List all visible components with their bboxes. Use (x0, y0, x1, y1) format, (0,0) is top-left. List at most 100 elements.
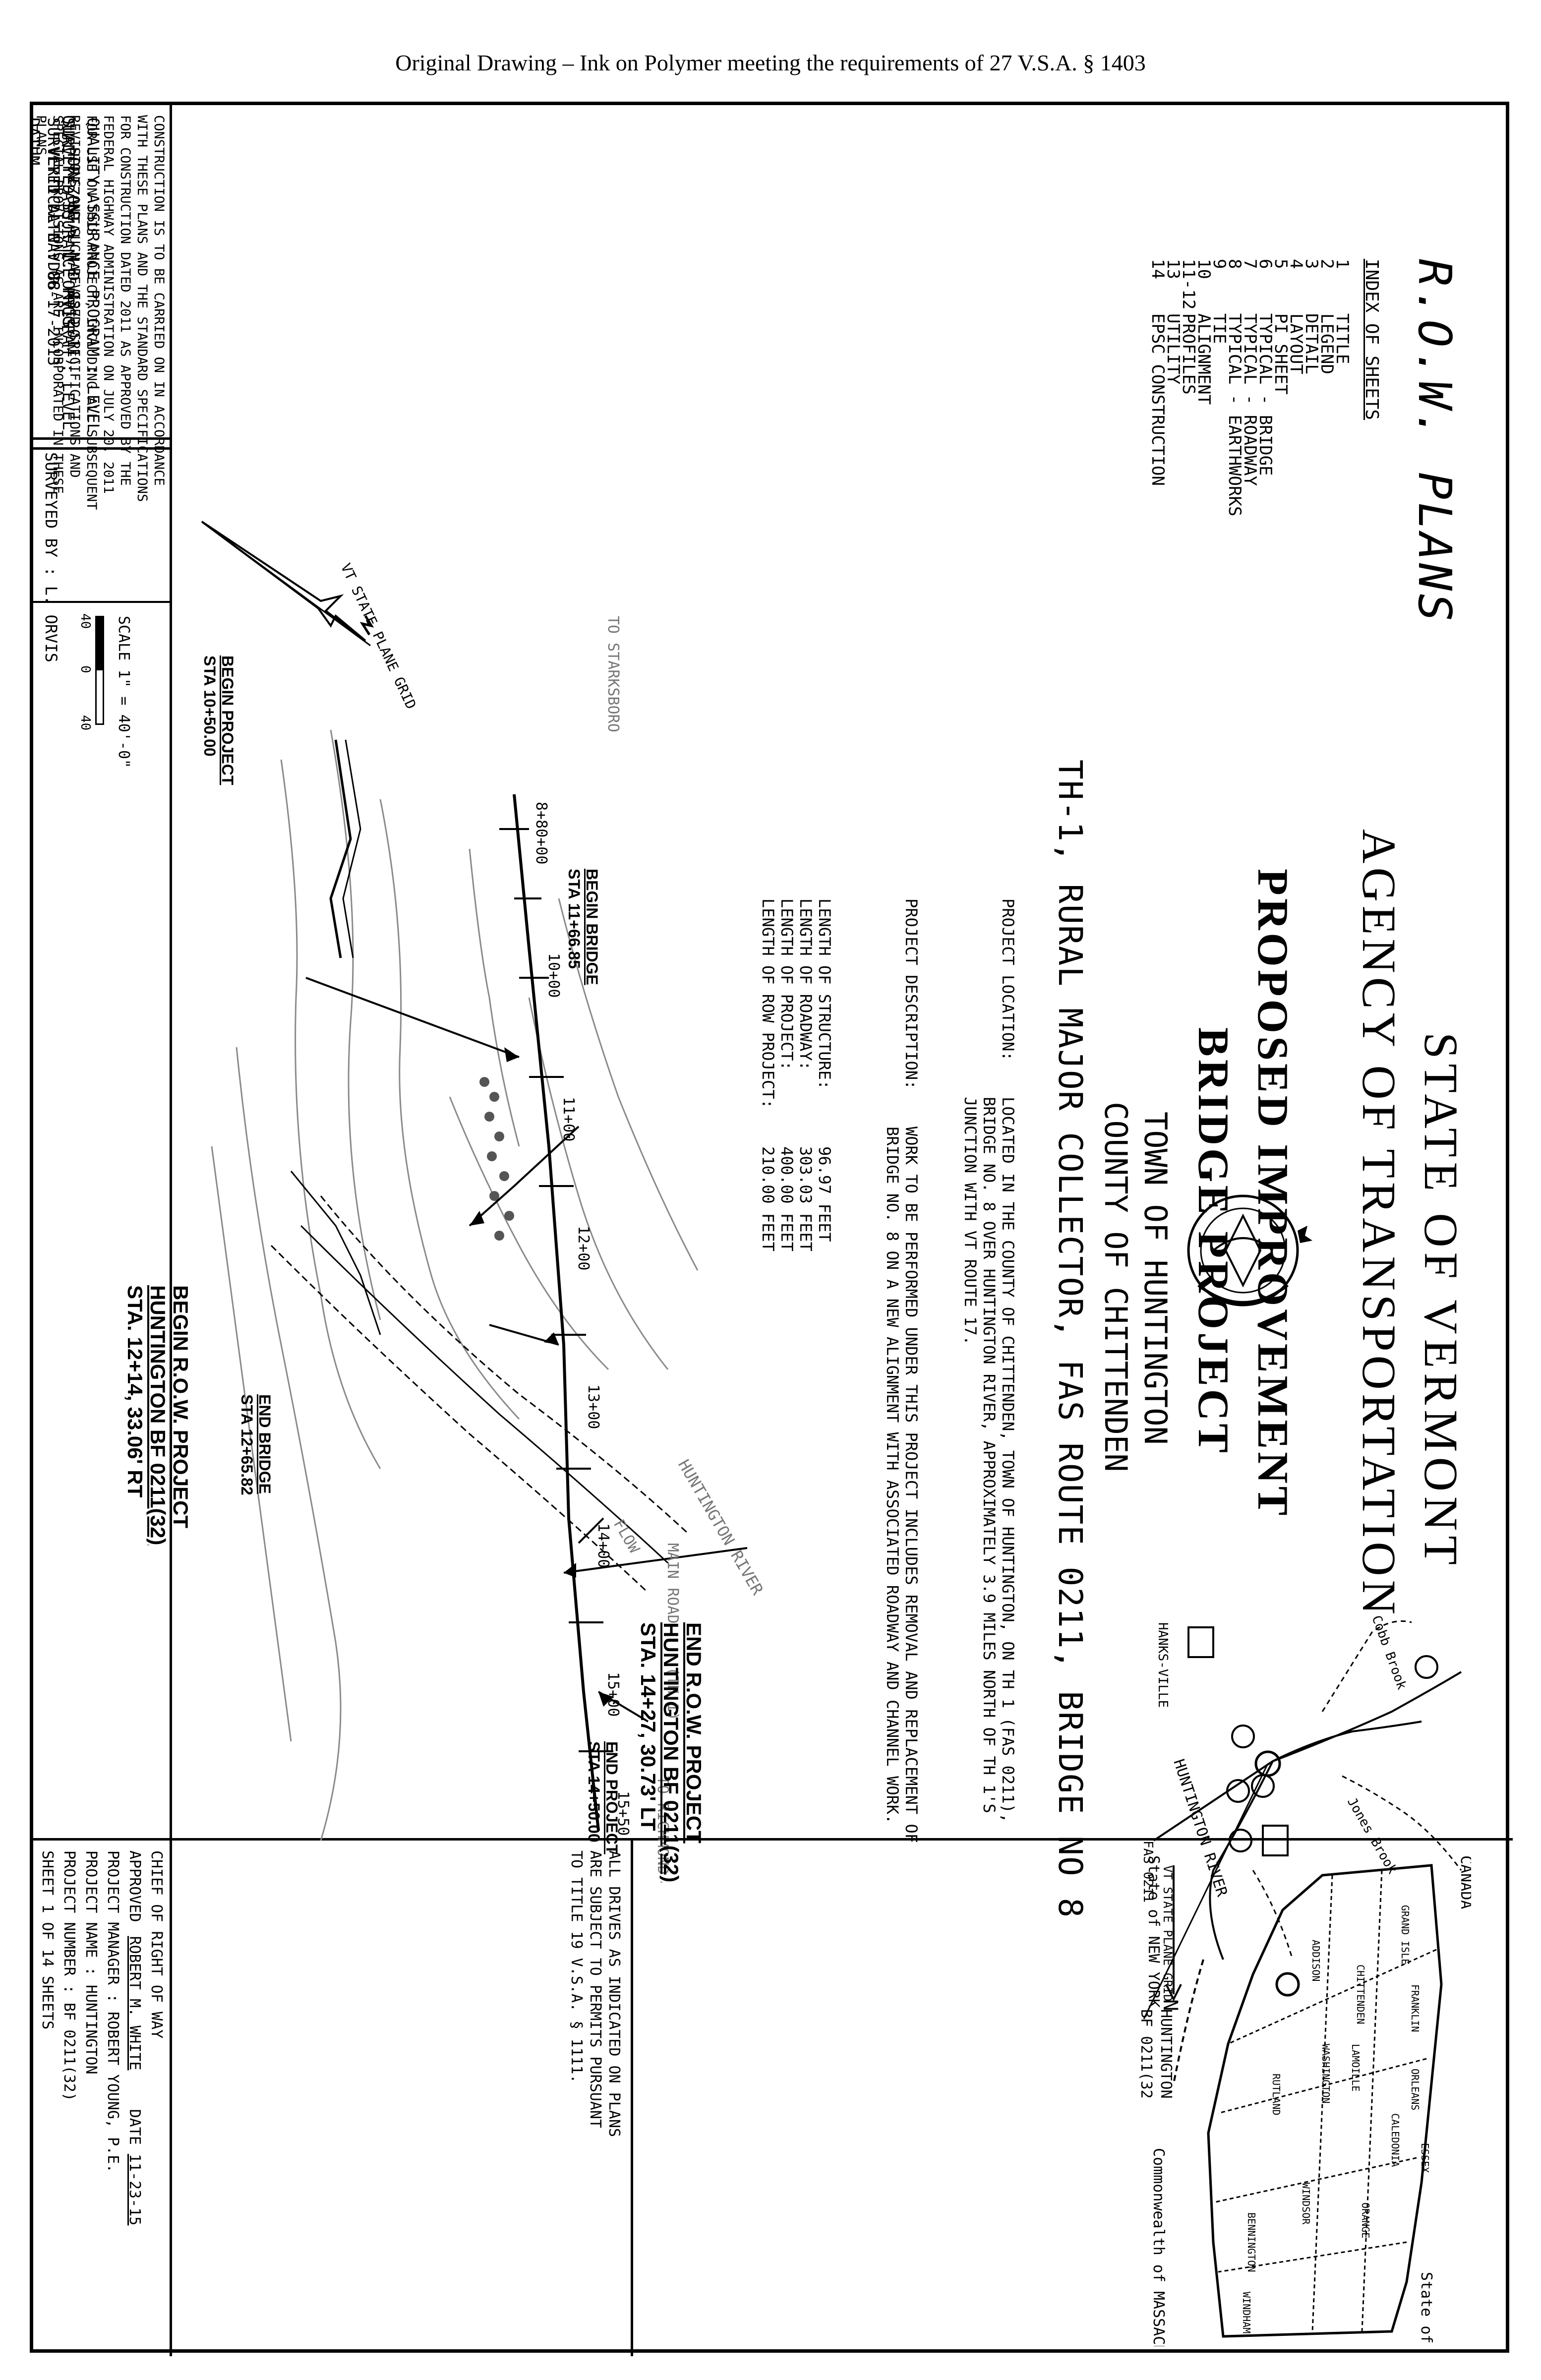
bridge-project-title: BRIDGE PROJECT (1189, 1027, 1237, 1456)
quality-line: QUALITY ASSURANCE PROGRAM : LEVEL (84, 118, 103, 433)
state-grid-label: VT STATE PLANE GRID (1161, 1865, 1175, 2002)
state-map: CANADA State of NEW HAMPSHIRE State of N… (1145, 1855, 1471, 2346)
end-project-label: END PROJECT STA 14+50.00 (585, 1741, 621, 1854)
terrain-contours (211, 729, 699, 1841)
county-title: COUNTY OF CHITTENDEN (1098, 1102, 1134, 1472)
county-label: CALEDONIA (1389, 2113, 1401, 2167)
location-leader (1143, 1763, 1269, 2020)
notes-strip-text: QUALITY ASSURANCE PROGRAM : LEVEL SURVEY… (33, 118, 103, 433)
surveyed-by-group: SURVEYED BY : L. ORVIS (59, 118, 78, 328)
horizontal-datum-svg-text: HORIZONTAL NAD 83(2011) (64, 147, 83, 367)
plan-view: 8+80+00 10+00 11+00 12+00 13+00 14+00 15… (201, 521, 767, 1875)
proposed-improvement: PROPOSED IMPROVEMENT (1248, 869, 1297, 1519)
project-name-row: PROJECT NAME : HUNTINGTON (82, 1850, 100, 2075)
project-description-label: PROJECT DESCRIPTION: (902, 898, 921, 1090)
canada-label: CANADA (1457, 1855, 1471, 1909)
sheet-row: 3DETAIL (1302, 259, 1321, 374)
location-streams (1252, 1620, 1462, 1960)
agency-title: AGENCY OF TRANSPORTATION (1353, 829, 1406, 1619)
hanksville-label: HANKS-VILLE (1155, 1622, 1170, 1708)
page-header: Original Drawing – Ink on Polymer meetin… (395, 50, 1146, 75)
index-heading: INDEX OF SHEETS (1362, 259, 1382, 420)
route-title: TH-1, RURAL MAJOR COLLECTOR, FAS ROUTE 0… (1051, 760, 1089, 1919)
quality-assurance-text: QUALITY ASSURANCE PROGRAM : LEVEL (84, 118, 103, 433)
datum-svg-text: DATUM (33, 118, 43, 165)
leader-lines (305, 977, 748, 1723)
county-label: ADDISON (1310, 1940, 1322, 1981)
main-road-label: MAIN ROAD (664, 1543, 681, 1624)
vertical-datum-svg-text: VERTICAL NAVD88 (44, 147, 63, 291)
bf-label: BF 0211(32) (1137, 2009, 1155, 2098)
project-description: PROJECT DESCRIPTION:WORK TO BE PERFORMED… (883, 898, 921, 1843)
vermont-outline (1207, 1864, 1443, 2338)
cobb-brook-label: Cobb Brook (1368, 1613, 1409, 1692)
riprap-symbols (479, 1077, 514, 1241)
scale-tick-1: 0 (78, 665, 93, 673)
station-label: 15+50 (614, 1791, 632, 1836)
notes-rule-3 (33, 601, 172, 603)
sheet-row: 11-12PROFILES (1179, 259, 1198, 395)
station-label: 15+00 (604, 1672, 622, 1717)
county-label: WINDHAM (1241, 2292, 1252, 2333)
chief-row: CHIEF OF RIGHT OF WAY (148, 1850, 165, 2039)
huntington-label: HUNTINGTON (1157, 2009, 1175, 2098)
station-label: 13+00 (585, 1384, 602, 1429)
fas-label: FAS 0211 (1140, 1841, 1155, 1903)
th1-label: (TH 1) (664, 1667, 681, 1721)
end-bridge-label: END BRIDGE STA 12+65.82 (238, 1394, 274, 1495)
location-map: HANKS-VILLE HUNTINGTON RIVER FAS 0211 Co… (1137, 1613, 1462, 2098)
plan-grid-label: VT STATE PLANE GRID (338, 561, 419, 712)
county-label: ORANGE (1360, 2202, 1371, 2238)
town-title: TOWN OF HUNTINGTON (1137, 1112, 1174, 1445)
county-labels: GRAND ISLEFRANKLINORLEANSESSEXCHITTENDEN… (1241, 1905, 1431, 2333)
approval-block: CHIEF OF RIGHT OF WAY APPROVED ROBERT M.… (36, 1850, 167, 2225)
drives-note: ALL DRIVES AS INDICATED ON PLANS ARE SUB… (568, 1850, 623, 2137)
to-richmond-label: TO RICHMOND (654, 1776, 671, 1875)
project-location: PROJECT LOCATION:LOCATED IN THE COUNTY O… (961, 898, 1017, 1823)
station-label: 10+00 (545, 953, 562, 998)
county-label: LAMOILLE (1350, 2044, 1362, 2091)
station-label: 11+00 (560, 1097, 577, 1141)
county-lines (1213, 1870, 1437, 2332)
massachusetts-label: Commonwealth of MASSACHUSETTS (1150, 2148, 1167, 2346)
leader-arrowheads (470, 1047, 613, 1707)
river-label: HUNTINGTON RIVER (674, 1456, 767, 1599)
county-label: WASHINGTON (1320, 2044, 1332, 2103)
begin-row-label: BEGIN R.O.W. PROJECT HUNTINGTON BF 0211(… (123, 1285, 192, 1546)
sheet-row: 1TITLE (1332, 259, 1352, 364)
bottom-block-divider-1 (170, 1838, 172, 2356)
manager-row: PROJECT MANAGER : ROBERT YOUNG, P.E. (104, 1850, 121, 2173)
notes-rule-1 (33, 437, 172, 440)
bottom-block-divider-2 (631, 1838, 633, 2356)
county-label: CHITTENDEN (1355, 1964, 1366, 2024)
scale-bar-fill (97, 617, 103, 670)
notes-divider (170, 105, 172, 1841)
bottom-block-rule (33, 1838, 1513, 1841)
state-project-circle (1275, 1972, 1300, 1997)
vermont-seal (1187, 1194, 1312, 1307)
county-label: ORLEANS (1409, 2069, 1421, 2110)
alignment-centerline (499, 794, 613, 1831)
scale-tick-0: 40 (78, 613, 93, 629)
project-description-row: PROJECT DESCRIPTION:WORK TO BE PERFORMED… (902, 898, 921, 1843)
new-hampshire-label: State of NEW HAMPSHIRE (1418, 2272, 1435, 2346)
surveyed-date-svg-text: SURVEYED DATE : 06-17-2013 (44, 118, 63, 366)
scale-bar (95, 616, 104, 725)
state-north-arrow (1165, 1865, 1182, 2002)
scale-label: SCALE 1" = 40'-0" (115, 616, 132, 769)
row-plans-title: R.O.W. PLANS (1408, 259, 1461, 624)
station-label: 14+00 (594, 1523, 612, 1568)
county-label: WINDSOR (1300, 2183, 1312, 2225)
datum-group: DATUM VERTICAL NAVD88 HORIZONTAL NAD 83(… (33, 118, 83, 367)
county-label: RUTLAND (1270, 2074, 1282, 2115)
approved-row: APPROVED ROBERT M. WHITE DATE 11-23-15 (126, 1850, 143, 2226)
drawing-frame: CONSTRUCTION IS TO BE CARRIED ON IN ACCO… (30, 102, 1513, 2356)
project-location-row: JUNCTION WITH VT ROUTE 17. (961, 1097, 980, 1345)
project-description-row: BRIDGE NO. 8 ON A NEW ALIGNMENT WITH ASS… (883, 1127, 902, 1824)
sheet-row: 2LEGEND (1317, 259, 1337, 374)
sheet-row: SHEET 1 OF 14 SHEETS (39, 1850, 56, 2030)
location-roads (1153, 1671, 1462, 2084)
project-location-row: PROJECT LOCATION:LOCATED IN THE COUNTY O… (999, 898, 1017, 1823)
county-label: GRAND ISLE (1399, 1905, 1411, 1964)
state-north-label: N (1159, 1999, 1182, 2011)
